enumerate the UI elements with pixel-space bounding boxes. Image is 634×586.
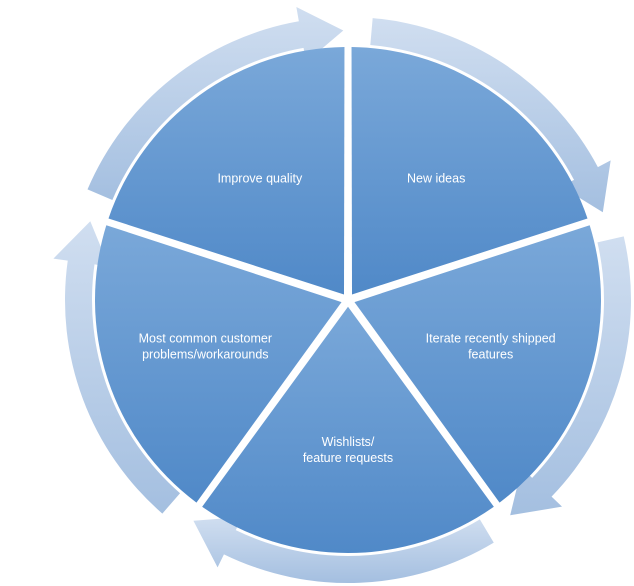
arrow-wishlists (193, 517, 494, 584)
segment-improve-quality (108, 47, 345, 295)
arrow-improve-quality (87, 7, 344, 200)
segment-new-ideas (351, 47, 588, 295)
arrow-customer-problems (53, 221, 181, 514)
label-iterate-features: Iterate recently shipped features (426, 331, 556, 361)
cycle-arrows (53, 7, 632, 584)
label-line: problems/workarounds (142, 347, 268, 361)
segment-customer-problems (94, 225, 342, 503)
label-line: Improve quality (217, 172, 303, 186)
label-line: New ideas (407, 172, 465, 186)
label-line: features (468, 347, 513, 361)
label-new-ideas: New ideas (407, 172, 465, 186)
label-customer-problems: Most common customer problems/workarounds (139, 331, 272, 361)
label-line: feature requests (303, 451, 393, 465)
label-wishlists: Wishlists/feature requests (303, 435, 393, 465)
cycle-segments (94, 47, 602, 554)
arrow-new-ideas (370, 18, 611, 213)
label-line: Most common customer (139, 331, 272, 345)
segment-iterate-features (354, 225, 602, 503)
segment-wishlists (202, 306, 494, 554)
arrow-iterate-features (510, 236, 632, 516)
label-line: Wishlists/ (322, 435, 375, 449)
label-line: Iterate recently shipped (426, 331, 556, 345)
label-improve-quality: Improve quality (217, 172, 303, 186)
